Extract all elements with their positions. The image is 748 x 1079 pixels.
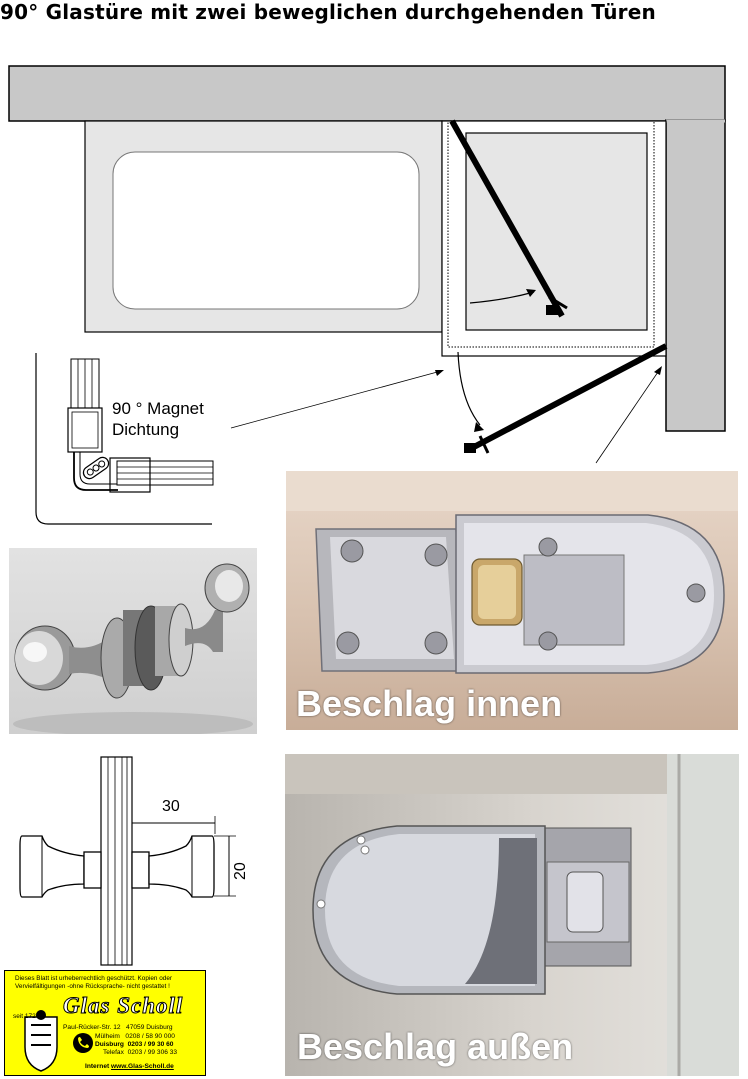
dimension-width: 30: [162, 798, 180, 815]
door-inner-leaf: [449, 119, 565, 318]
hinge-inside-photo: Beschlag innen: [286, 471, 738, 730]
fax-line: Telefax 0203 / 99 306 33: [103, 1049, 178, 1056]
outside-caption: Beschlag außen: [297, 1026, 574, 1067]
company-logo-box: Dieses Blatt ist urheberrechtlich geschü…: [4, 970, 206, 1076]
shower-tray: [465, 132, 648, 331]
internet-line[interactable]: Internet www.Glas-Scholl.de: [85, 1063, 174, 1070]
coat-of-arms-icon: [24, 1010, 58, 1072]
address-line: Paul-Rücker-Str. 12 47059 Duisburg: [63, 1024, 173, 1031]
knob-dimension-drawing: [19, 756, 236, 966]
hinge-outside-photo: Beschlag außen: [285, 754, 739, 1076]
top-wall: [8, 65, 726, 122]
since-label: seit 1727: [13, 1013, 40, 1020]
magnet-seal-label: 90 ° Magnet Dichtung: [112, 399, 204, 439]
page-title: 90° Glastüre mit zwei beweglichen durchg…: [0, 0, 656, 24]
door-knob-photo: [9, 548, 257, 734]
bathtub-basin: [112, 151, 420, 310]
right-wall: [665, 119, 726, 432]
phone-muelheim: Mülheim 0208 / 58 90 000: [95, 1033, 175, 1040]
phone-duisburg: Duisburg 0203 / 99 30 60: [95, 1041, 174, 1048]
dimension-height: 20: [232, 862, 249, 880]
copyright-notice: Dieses Blatt ist urheberrechtlich geschü…: [15, 975, 173, 990]
phone-icon: [73, 1033, 93, 1053]
door-outer-leaf: [470, 343, 668, 451]
detail-frame: [35, 353, 212, 525]
magnet-seal-detail: [67, 358, 214, 493]
inside-caption: Beschlag innen: [296, 683, 563, 724]
brand-name: Glas Scholl: [62, 993, 184, 1019]
